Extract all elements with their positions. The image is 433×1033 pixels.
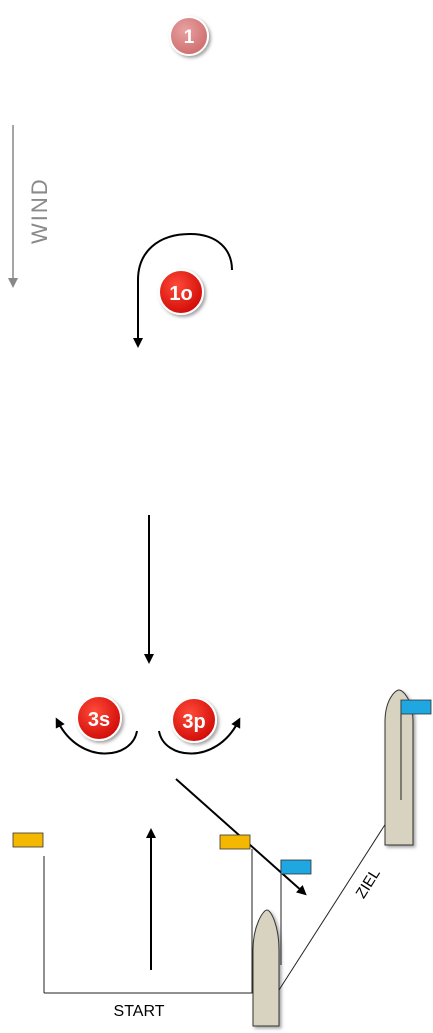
- finish-label: ZIEL: [353, 866, 384, 902]
- mark-3s-label: 3s: [88, 709, 110, 731]
- mark-3p-buoy: [171, 697, 217, 743]
- mark-1o-rounding-arrow: [133, 232, 233, 348]
- start-label: START: [114, 1003, 165, 1020]
- finish-mark-flag: [400, 699, 432, 715]
- wind-indicator: WIND: [8, 125, 52, 288]
- mark-3s-rounding-arrow: [55, 717, 138, 755]
- mark-3p-rounding-arrow: [158, 717, 241, 755]
- mark-3s: [76, 695, 122, 741]
- mark-1o-buoy: [158, 269, 204, 315]
- mark-1: [169, 16, 209, 56]
- wind-label: WIND: [27, 177, 52, 244]
- mark-1o-label: 1o: [169, 283, 192, 305]
- mark-1-buoy: [169, 16, 209, 56]
- start-line: [12, 832, 260, 994]
- start-boat-flag: [219, 834, 251, 850]
- mark-3s-buoy: [76, 695, 122, 741]
- mark-3p: [171, 697, 217, 743]
- mark-1-label: 1: [184, 27, 195, 48]
- finish-mark-boat-hull: [384, 689, 414, 846]
- mark-3p-label: 3p: [182, 711, 205, 733]
- finish-line-rope: [278, 794, 405, 991]
- committee-boat-hull: [252, 909, 280, 1027]
- start-pin-flag: [12, 832, 44, 848]
- committee-boat: [252, 909, 280, 1027]
- finish-boat-flag: [280, 859, 312, 875]
- finish-mark-boat: [384, 689, 414, 846]
- mark-1o: [158, 269, 204, 315]
